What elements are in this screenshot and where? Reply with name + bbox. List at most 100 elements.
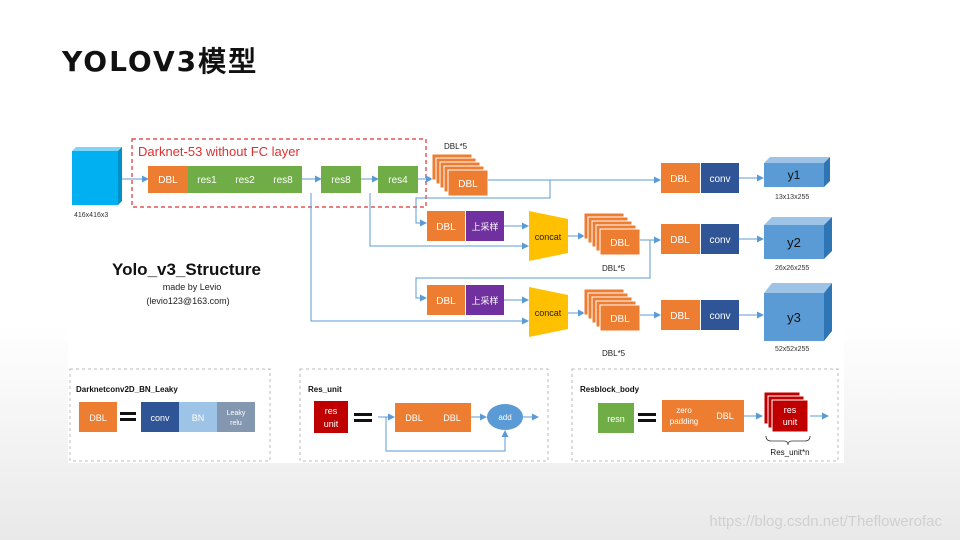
row3-dbl-block: DBL <box>427 285 465 315</box>
row2-concat-block: concat <box>529 211 568 261</box>
svg-text:resn: resn <box>607 414 625 424</box>
svg-text:DBL: DBL <box>716 411 734 421</box>
row2-upsample-block: 上采样 <box>466 211 504 241</box>
svg-text:y1: y1 <box>788 168 801 182</box>
output-y3-size: 52x52x255 <box>775 346 809 353</box>
row1-conv-block: conv <box>701 163 739 193</box>
row3-upsample-block: 上采样 <box>466 285 504 315</box>
svg-text:padding: padding <box>670 417 698 426</box>
dbl5-label-top: DBL*5 <box>444 142 468 151</box>
svg-text:res8: res8 <box>273 175 293 186</box>
legend-res-unit-title: Res_unit <box>308 385 342 394</box>
legend-dbl-panel <box>69 368 271 462</box>
legend-res-dbl-a: DBL <box>395 403 433 432</box>
legend-dbl-block: DBL <box>79 402 117 432</box>
backbone-dbl-block: DBL <box>148 166 188 193</box>
legend-bn-block: BN <box>179 402 217 432</box>
svg-text:y3: y3 <box>787 310 801 325</box>
legend-res-unit-stack: res unit <box>763 391 809 433</box>
legend-res-unit-panel <box>299 368 549 462</box>
svg-text:add: add <box>498 413 511 422</box>
dbl5-stack-mid: DBL <box>583 212 641 256</box>
output-y1-cube: y1 <box>764 157 830 187</box>
svg-text:res1: res1 <box>197 175 217 186</box>
backbone-res8-block-a: res8 <box>264 166 302 193</box>
svg-text:res: res <box>784 405 797 415</box>
svg-text:relu: relu <box>230 420 242 427</box>
svg-text:上采样: 上采样 <box>471 221 498 232</box>
structure-title: Yolo_v3_Structure <box>112 260 261 279</box>
svg-text:DBL: DBL <box>443 413 461 423</box>
svg-text:BN: BN <box>192 413 205 423</box>
legend-resn-block: resn <box>598 403 634 433</box>
svg-text:DBL: DBL <box>89 413 107 423</box>
darknet-label: Darknet-53 without FC layer <box>138 144 301 159</box>
svg-text:DBL: DBL <box>610 314 630 325</box>
svg-text:res: res <box>325 406 338 416</box>
svg-text:Leaky: Leaky <box>227 410 246 417</box>
row3-dbl-out-block: DBL <box>661 300 700 330</box>
legend-dbl-title: Darknetconv2D_BN_Leaky <box>76 385 178 394</box>
legend-zero-padding-block: zero padding <box>662 400 706 432</box>
svg-text:DBL: DBL <box>670 235 690 246</box>
legend-conv-block: conv <box>141 402 179 432</box>
backbone-res1-block: res1 <box>188 166 226 193</box>
yolo-structure-figure: Darknet-53 without FC layer 416x416x3 DB… <box>68 133 844 463</box>
dbl5-stack-bottom: DBL <box>583 288 641 332</box>
svg-text:res8: res8 <box>331 175 351 186</box>
backbone-res4-block: res4 <box>378 166 418 193</box>
row2-dbl-block: DBL <box>427 211 465 241</box>
email-label: (levio123@163.com) <box>146 296 229 306</box>
slide-title: YOLOV3模型 <box>62 45 259 78</box>
legend-res-unit-n: Res_unit*n <box>770 448 809 457</box>
svg-text:concat: concat <box>535 308 562 318</box>
svg-text:DBL: DBL <box>436 222 456 233</box>
row1-dbl-block: DBL <box>661 163 700 193</box>
svg-text:DBL: DBL <box>670 311 690 322</box>
yolo-diagram: Darknet-53 without FC layer 416x416x3 DB… <box>69 138 839 462</box>
legend-res-dbl-b: DBL <box>433 403 471 432</box>
output-y3-cube: y3 <box>764 283 832 341</box>
svg-text:DBL: DBL <box>405 413 423 423</box>
made-by-label: made by Levio <box>163 282 222 292</box>
svg-text:y2: y2 <box>787 235 801 250</box>
svg-text:conv: conv <box>150 413 170 423</box>
svg-text:DBL: DBL <box>436 296 456 307</box>
backbone-res8-block-b: res8 <box>321 166 361 193</box>
svg-text:conv: conv <box>709 174 730 185</box>
dbl5-label-mid: DBL*5 <box>602 264 626 273</box>
row3-concat-block: concat <box>529 287 568 337</box>
svg-text:res2: res2 <box>235 175 255 186</box>
row2-dbl-out-block: DBL <box>661 224 700 254</box>
svg-text:conv: conv <box>709 235 730 246</box>
legend-res-unit-box: res unit <box>314 401 348 433</box>
backbone-res2-block: res2 <box>226 166 264 193</box>
input-cube <box>72 147 122 205</box>
darknet-frame <box>131 138 427 208</box>
legend-resblock-panel <box>571 368 839 462</box>
svg-text:res4: res4 <box>388 175 408 186</box>
dbl5-label-bottom: DBL*5 <box>602 349 626 358</box>
input-size-label: 416x416x3 <box>74 212 108 219</box>
legend-leaky-relu-block: Leaky relu <box>217 402 255 432</box>
row3-conv-block: conv <box>701 300 739 330</box>
svg-text:conv: conv <box>709 311 730 322</box>
output-y2-cube: y2 <box>764 217 832 259</box>
svg-text:unit: unit <box>324 419 339 429</box>
legend-resblock-dbl: DBL <box>706 400 744 432</box>
legend-add-node: add <box>487 404 523 430</box>
legend-resblock-title: Resblock_body <box>580 385 640 394</box>
svg-text:DBL: DBL <box>670 174 690 185</box>
output-y2-size: 26x26x255 <box>775 265 809 272</box>
svg-text:unit: unit <box>783 417 798 427</box>
svg-text:DBL: DBL <box>158 175 178 186</box>
watermark-url: https://blog.csdn.net/Theflowerofac <box>709 513 942 530</box>
svg-text:concat: concat <box>535 232 562 242</box>
svg-text:上采样: 上采样 <box>471 295 498 306</box>
svg-text:zero: zero <box>676 406 692 415</box>
svg-text:DBL: DBL <box>610 238 630 249</box>
svg-text:DBL: DBL <box>458 179 478 190</box>
output-y1-size: 13x13x255 <box>775 194 809 201</box>
row2-conv-block: conv <box>701 224 739 254</box>
dbl5-stack-top: DBL <box>431 153 489 197</box>
